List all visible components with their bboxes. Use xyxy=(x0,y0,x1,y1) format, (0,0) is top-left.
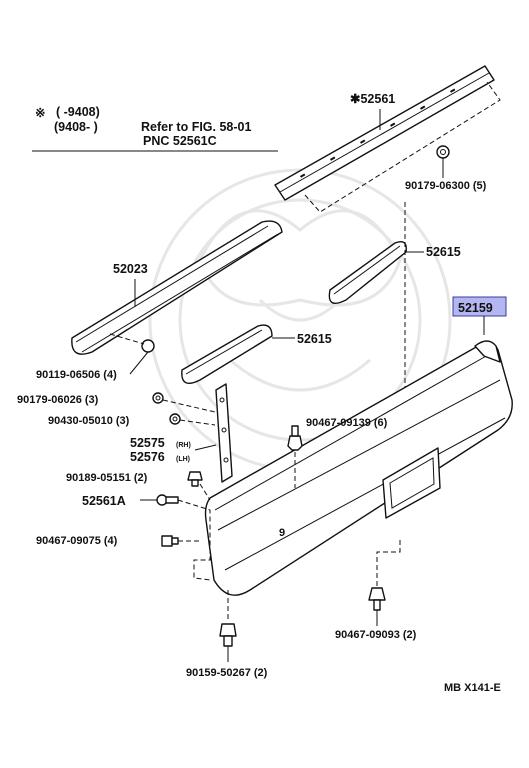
label-90467-09139: 90467-09139 (6) xyxy=(306,417,388,429)
reinforcement-52561[interactable] xyxy=(274,65,495,201)
label-52615-upper: 52615 xyxy=(426,245,461,259)
nut-90179-06026-icon[interactable] xyxy=(152,392,164,404)
label-52576: 52576 xyxy=(130,450,165,464)
label-52023: 52023 xyxy=(113,262,148,276)
note-line2b: Refer to FIG. 58-01 xyxy=(141,120,251,134)
label-90159-50267: 90159-50267 (2) xyxy=(186,667,268,679)
bracket-52575-52576[interactable] xyxy=(215,383,233,483)
absorber-52023[interactable] xyxy=(71,220,283,355)
absorber-52615-lower[interactable] xyxy=(181,324,273,384)
reference-note: ※ ( -9408) (9408- ) Refer to FIG. 58-01 … xyxy=(32,105,278,152)
label-90179-06026: 90179-06026 (3) xyxy=(17,394,99,406)
note-line2a: (9408- ) xyxy=(54,120,98,134)
note-line1: ( -9408) xyxy=(56,105,100,119)
label-52561A: 52561A xyxy=(82,494,126,508)
bolt-90159-50267-icon[interactable] xyxy=(219,623,237,647)
guide-90179-06026 xyxy=(162,399,216,413)
clip-90467-09075-icon[interactable] xyxy=(161,535,179,547)
highlight-52159[interactable] xyxy=(452,296,507,317)
bolt-52561A-icon[interactable] xyxy=(156,494,179,506)
label-52159: 52159 xyxy=(458,301,493,315)
label-90430-05010: 90430-05010 (3) xyxy=(48,415,130,427)
note-symbol: ※ xyxy=(35,106,45,120)
washer-90430-05010-icon[interactable] xyxy=(169,413,181,425)
reinforcement-guide xyxy=(304,81,501,213)
mark-9: 9 xyxy=(279,527,285,539)
leader-90119-06506 xyxy=(129,351,149,375)
label-52575-side: (RH) xyxy=(176,442,191,449)
label-52575: 52575 xyxy=(130,436,165,450)
screw-90189-05151-icon[interactable] xyxy=(187,471,203,487)
figure-code: MB X141-E xyxy=(444,682,501,694)
guide-90467-09093 xyxy=(376,540,401,586)
bumper-cover-52159[interactable] xyxy=(204,340,513,596)
note-line3: PNC 52561C xyxy=(143,134,217,148)
label-52576-side: (LH) xyxy=(176,456,190,463)
label-90119-06506: 90119-06506 (4) xyxy=(36,369,117,381)
clip-90467-09093-icon[interactable] xyxy=(368,587,386,611)
leader-52575 xyxy=(194,444,217,451)
nut-90179-06300-icon[interactable] xyxy=(436,145,450,159)
clip-90467-09139-icon[interactable] xyxy=(287,425,303,451)
guide-90189-05151 xyxy=(199,483,211,501)
label-90467-09075: 90467-09075 (4) xyxy=(36,535,118,547)
guide-52561A xyxy=(177,499,211,581)
label-90179-06300: 90179-06300 (5) xyxy=(405,180,487,192)
label-52561: ✱52561 xyxy=(350,92,395,106)
label-52615-lower: 52615 xyxy=(297,332,332,346)
label-90467-09093: 90467-09093 (2) xyxy=(335,629,417,641)
guide-90430-05010 xyxy=(179,419,216,426)
label-90189-05151: 90189-05151 (2) xyxy=(66,472,148,484)
